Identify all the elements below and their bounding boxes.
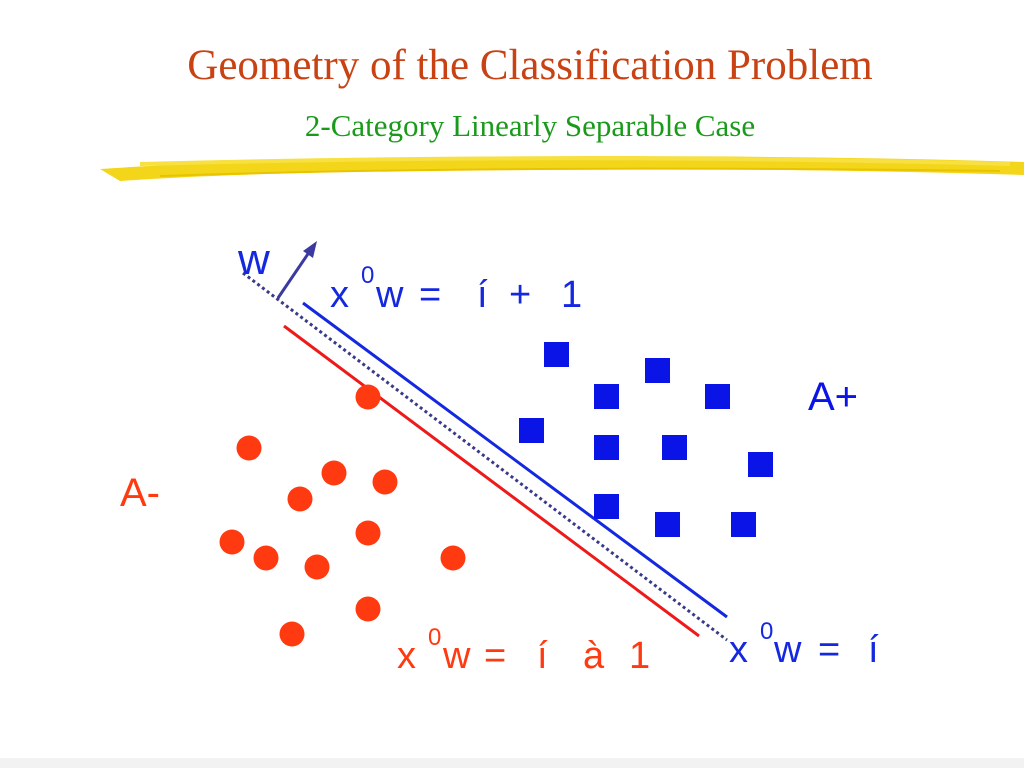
plus-boundary-line (302, 301, 728, 619)
eq-mid-prime: 0 (760, 618, 773, 645)
eq-plus-w: w (375, 274, 404, 316)
footer-band (0, 758, 1024, 768)
equation-plus: x 0 w = í + 1 (330, 262, 582, 316)
equation-minus: x 0 w = í à 1 (397, 624, 650, 677)
eq-minus-prime: 0 (428, 624, 441, 651)
eq-plus-equals: = (419, 274, 441, 316)
class-plus-point (519, 418, 544, 443)
highlight-underline (100, 156, 1024, 181)
eq-plus-prime: 0 (361, 262, 374, 289)
minus-boundary-line (283, 324, 700, 638)
class-minus-point (279, 621, 305, 647)
eq-plus-op: + (509, 274, 531, 316)
class-minus-point (355, 384, 381, 410)
eq-minus-op: à (583, 635, 605, 677)
class-minus-point (219, 529, 245, 555)
class-plus-point (705, 384, 730, 409)
class-minus-point (372, 469, 398, 495)
class-plus-label: A+ (808, 375, 858, 419)
eq-mid-x: x (729, 629, 748, 671)
eq-mid-equals: = (818, 629, 840, 671)
class-minus-point (355, 520, 381, 546)
class-plus-points (519, 342, 773, 537)
equation-separator: x 0 w = í (729, 618, 879, 671)
class-minus-label: A- (120, 471, 160, 515)
eq-minus-one: 1 (629, 635, 650, 677)
class-plus-point (594, 435, 619, 460)
class-plus-point (645, 358, 670, 383)
class-minus-point (287, 486, 313, 512)
slide-subtitle: 2-Category Linearly Separable Case (304, 108, 756, 143)
eq-minus-x: x (397, 635, 416, 677)
eq-plus-x: x (330, 274, 349, 316)
slide-title: Geometry of the Classification Problem (187, 42, 873, 89)
normal-vector-arrow (276, 247, 314, 299)
eq-minus-equals: = (484, 635, 506, 677)
class-plus-point (748, 452, 773, 477)
eq-plus-one: 1 (561, 274, 582, 316)
class-plus-point (662, 435, 687, 460)
class-plus-point (594, 494, 619, 519)
class-minus-point (321, 460, 347, 486)
eq-plus-gamma: í (477, 274, 488, 316)
class-minus-point (440, 545, 466, 571)
class-minus-point (253, 545, 279, 571)
class-plus-point (544, 342, 569, 367)
separator-line (242, 271, 728, 642)
class-plus-point (731, 512, 756, 537)
class-plus-point (594, 384, 619, 409)
class-plus-point (655, 512, 680, 537)
class-minus-points (219, 384, 466, 647)
eq-mid-gamma: í (868, 629, 879, 671)
normal-vector-label: w (237, 235, 270, 284)
class-minus-point (304, 554, 330, 580)
eq-minus-gamma: í (537, 635, 548, 677)
class-minus-point (355, 596, 381, 622)
arrow-head-icon (303, 241, 317, 258)
eq-mid-w: w (773, 629, 802, 671)
class-minus-point (236, 435, 262, 461)
eq-minus-w: w (442, 635, 471, 677)
